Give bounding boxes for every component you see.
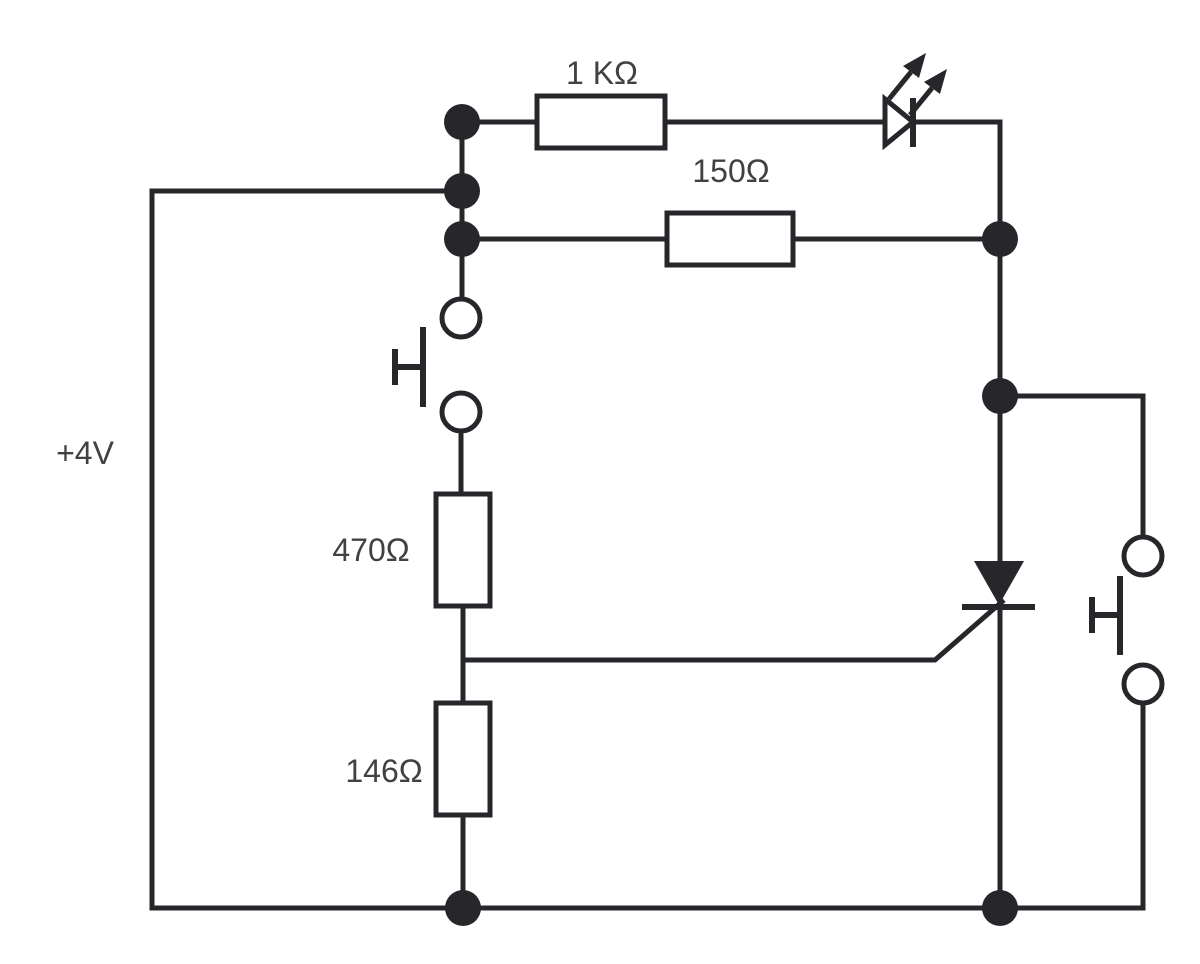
pushbutton-terminal bbox=[439, 296, 483, 340]
scr-q1 bbox=[962, 561, 1035, 908]
pushbutton-terminal bbox=[1121, 534, 1165, 578]
resistor-r1-label: 1 KΩ bbox=[566, 55, 638, 91]
led-arrow-head bbox=[924, 69, 947, 94]
resistor-r1: 1 KΩ bbox=[462, 55, 885, 151]
junction-dot bbox=[445, 890, 481, 926]
pushbutton-terminal bbox=[1121, 662, 1165, 706]
scr-gate-wire bbox=[463, 598, 1006, 663]
led-triangle bbox=[882, 93, 917, 151]
pushbutton-terminal bbox=[439, 390, 483, 434]
led-arrow-shaft bbox=[887, 70, 913, 101]
resistor-r3-box bbox=[433, 491, 493, 609]
pushbutton-s1 bbox=[392, 296, 483, 496]
junction-column bbox=[444, 104, 480, 300]
led-arrow-head bbox=[903, 53, 926, 78]
resistor-r4-box bbox=[433, 700, 493, 818]
resistor-r2-label: 150Ω bbox=[692, 153, 769, 189]
junction-dot bbox=[982, 221, 1018, 257]
led-light-arrow-icon bbox=[908, 69, 947, 117]
s2-branch-wire bbox=[1000, 393, 1146, 537]
junction-dot bbox=[982, 378, 1018, 414]
supply-voltage-label: +4V bbox=[56, 435, 114, 471]
scr-anode-triangle bbox=[974, 561, 1024, 605]
led-light-arrow-icon bbox=[887, 53, 926, 101]
junction-dot bbox=[444, 173, 480, 209]
resistor-r3: 470Ω bbox=[332, 491, 493, 609]
led-d1 bbox=[882, 53, 1003, 562]
pushbutton-s2 bbox=[1000, 393, 1165, 706]
resistor-r4-label: 146Ω bbox=[345, 753, 422, 789]
resistor-r3-label: 470Ω bbox=[332, 532, 409, 568]
resistor-r2-box bbox=[664, 210, 796, 268]
resistor-r4: 146Ω bbox=[345, 700, 493, 818]
resistor-r1-box bbox=[534, 93, 668, 151]
led-output-wire bbox=[913, 119, 1003, 562]
power-rail bbox=[149, 188, 1146, 911]
resistor-r2: 150Ω bbox=[462, 153, 1000, 268]
supply-rail-wire bbox=[149, 188, 1146, 911]
junction-dot bbox=[982, 890, 1018, 926]
led-arrow-shaft bbox=[908, 86, 934, 117]
